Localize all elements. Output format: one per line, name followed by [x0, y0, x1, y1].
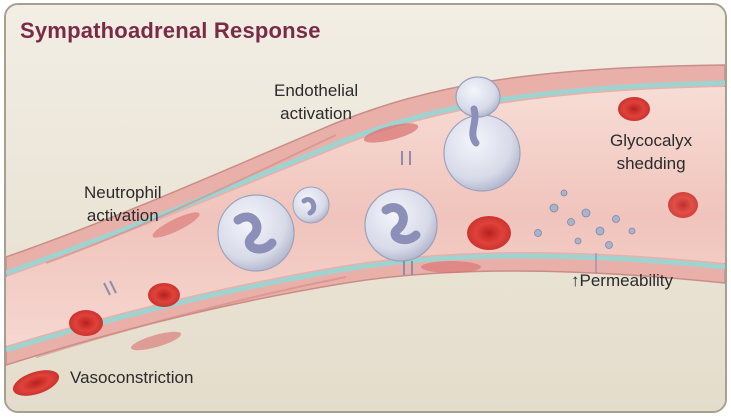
diagram-panel: Sympathoadrenal Response Endothelial act… [4, 3, 727, 413]
vasoconstriction-label: Vasoconstriction [70, 366, 193, 389]
neutrophil-activation-label: Neutrophil activation [84, 181, 162, 227]
adherent-neutrophil [365, 189, 437, 261]
glycocalyx-shedding-label: Glycocalyx shedding [610, 129, 692, 175]
up-arrow-icon: ↑ [571, 271, 580, 290]
permeability-label: ↑Permeability [571, 269, 673, 292]
endothelial-activation-label: Endothelial activation [274, 79, 358, 125]
diagram-title: Sympathoadrenal Response [20, 18, 321, 44]
